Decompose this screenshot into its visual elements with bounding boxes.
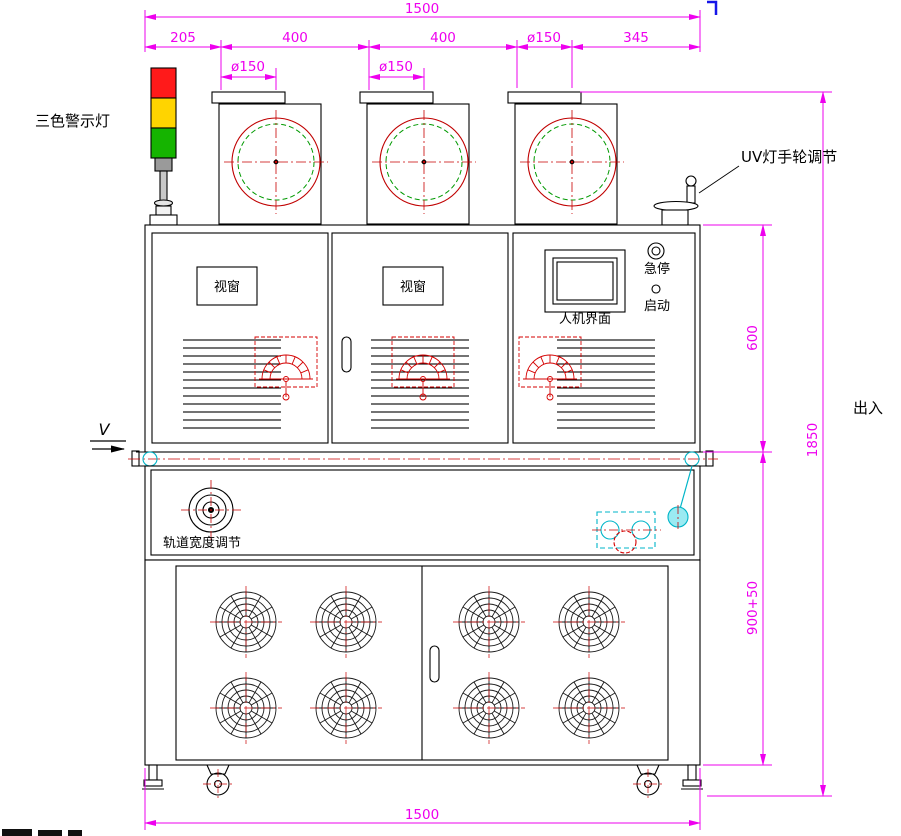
stack-light-yellow-segment	[150, 97, 177, 129]
middle-section	[144, 465, 701, 561]
window-2-label: 视窗	[400, 279, 426, 295]
dim-bay-1: 400	[282, 30, 308, 46]
dim-flange-1: ø150	[231, 59, 265, 75]
lower-door-handle	[429, 645, 440, 683]
warning-stack-light	[149, 67, 178, 226]
blower-fan-3	[507, 91, 625, 225]
dim-flange-3: ø150	[527, 30, 561, 46]
section-view-arrow: V	[90, 420, 126, 453]
dim-lower-section-height: 900+50	[745, 581, 761, 635]
dim-overall-height: 1850	[805, 423, 821, 457]
hmi-panel	[544, 249, 626, 313]
dim-left-offset: 205	[170, 30, 196, 46]
dim-overall-width-bottom: 1500	[405, 807, 439, 823]
start-button	[651, 284, 661, 294]
dimension-lines	[144, 10, 832, 830]
dim-right-offset: 345	[623, 30, 649, 46]
upper-door-3	[512, 232, 696, 444]
estop-button	[647, 242, 665, 260]
stray-blue-mark	[707, 0, 718, 15]
uv-adjust-label: UV灯手轮调节	[741, 148, 837, 166]
cropped-text-fragment	[2, 829, 82, 836]
estop-label: 急停	[644, 261, 670, 277]
start-label: 启动	[644, 299, 670, 314]
dim-bay-2: 400	[430, 30, 456, 46]
louver-vent-1	[183, 333, 281, 431]
uv-adjust-leader-line	[698, 165, 740, 194]
uv-handwheel	[653, 175, 699, 226]
blower-fan-1	[211, 91, 329, 225]
stack-light-red-segment	[150, 67, 177, 99]
dim-overall-width-top: 1500	[405, 1, 439, 17]
estop-button-inner	[651, 246, 661, 256]
stack-light-green-segment	[150, 127, 177, 159]
upper-door-2	[331, 232, 509, 444]
upper-door-1	[151, 232, 329, 444]
warning-light-label: 三色警示灯	[35, 112, 110, 130]
blower-fan-2	[359, 91, 477, 225]
caster-left	[202, 764, 234, 800]
track-width-label: 轨道宽度调节	[163, 535, 241, 551]
louver-vent-2	[371, 333, 469, 431]
louver-vent-3	[557, 333, 655, 431]
viewing-window-2	[382, 266, 444, 306]
caster-right	[632, 764, 664, 800]
dim-upper-cabinet-height: 600	[745, 325, 761, 351]
track-width-knob	[181, 480, 241, 540]
machine-body	[128, 67, 718, 800]
viewing-window-1	[196, 266, 258, 306]
door-handle	[341, 336, 352, 373]
in-out-label: 出入	[853, 399, 883, 417]
view-arrow-label: V	[99, 420, 111, 439]
hmi-label: 人机界面	[559, 312, 611, 327]
dim-flange-2: ø150	[379, 59, 413, 75]
belt-tension-mechanism	[592, 465, 693, 554]
window-1-label: 视窗	[214, 279, 240, 295]
conveyor-band	[128, 450, 718, 467]
